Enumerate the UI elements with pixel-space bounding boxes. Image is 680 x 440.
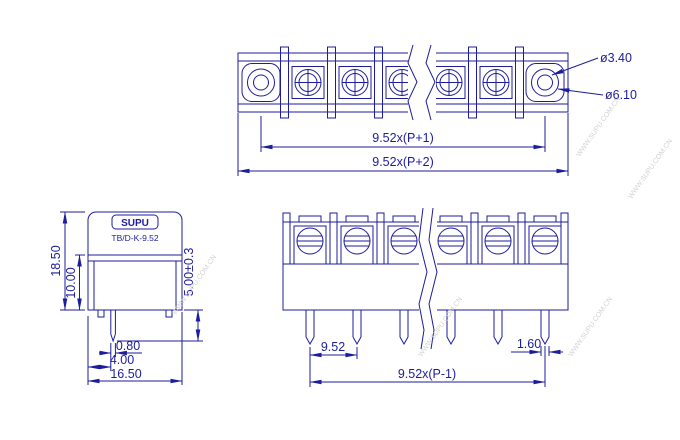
terminal-screws-top [291, 66, 513, 99]
dimension-pin-thickness [511, 346, 563, 356]
dimension-pin-length [117, 309, 203, 342]
dim-text-pin-length: 5.00±0.3 [182, 248, 196, 297]
break-lines-front [418, 207, 438, 350]
brand-text: SUPU [121, 218, 149, 229]
terminal-screws-front [293, 225, 562, 265]
foot-right [165, 310, 173, 318]
watermark-text: WWW.SUPU.COM.CN [627, 138, 674, 200]
side-view-body [87, 211, 183, 318]
dimension-depth [87, 312, 183, 385]
dimension-span-inner [260, 116, 546, 152]
front-view-pins [305, 310, 550, 346]
dim-text-pin-width: 0.80 [116, 339, 140, 353]
mounting-hole-left [241, 63, 281, 102]
dim-text-pin-thickness: 1.60 [517, 337, 541, 351]
leader-dia-small [551, 57, 599, 76]
dim-text-span-inner: 9.52x(P+1) [372, 131, 434, 145]
watermark-text: WWW.SUPU.COM.CN [575, 96, 622, 158]
top-view-body [237, 52, 569, 113]
dim-text-dia-large: ø6.10 [605, 88, 637, 102]
dim-text-dia-small: ø3.40 [600, 51, 632, 65]
dim-text-span-outer: 9.52x(P+2) [372, 155, 434, 169]
dim-text-pin-span: 9.52x(P-1) [398, 367, 456, 381]
clamp-tops-front [298, 215, 557, 223]
barrier-walls-top [280, 46, 524, 119]
model-text: TB/D-K-9.52 [111, 233, 159, 243]
front-view [282, 207, 569, 387]
leader-dia-large [557, 88, 604, 96]
watermark-text: WWW.SUPU.COM.CN [567, 296, 614, 358]
break-lines-top [407, 44, 436, 121]
dimension-pin-inset [87, 316, 112, 385]
dimension-pin-width [99, 343, 142, 357]
dim-text-total-height: 18.50 [49, 245, 63, 276]
mounting-hole-right [525, 63, 565, 102]
dimension-pin-span [309, 346, 546, 387]
dim-text-pitch: 9.52 [321, 340, 345, 354]
dimension-span-outer [237, 113, 569, 176]
side-view-pin [110, 310, 116, 343]
dim-text-pin-inset: 4.00 [110, 353, 134, 367]
dim-text-depth: 16.50 [110, 367, 141, 381]
dimension-body-height [75, 254, 85, 311]
top-view [237, 44, 604, 176]
brand-label-box [111, 214, 159, 230]
dim-text-body-height: 10.00 [64, 267, 78, 298]
foot-left [97, 310, 105, 318]
side-view [60, 211, 203, 385]
